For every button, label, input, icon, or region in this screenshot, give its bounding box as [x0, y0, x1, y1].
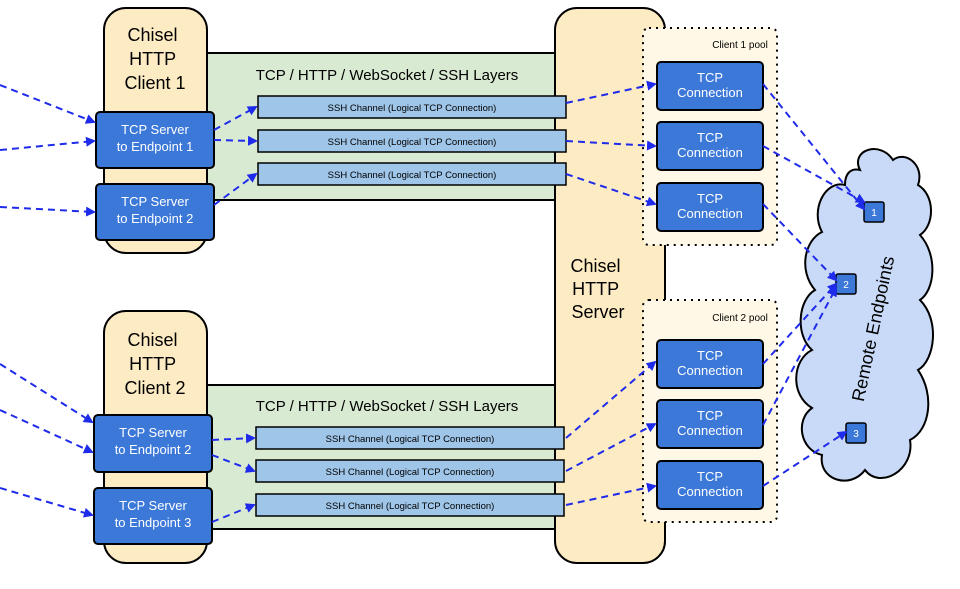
flow-arrow — [762, 83, 866, 211]
endpoint-1-box — [863, 201, 885, 223]
flow-arrow — [213, 106, 258, 131]
client-2-pool-label: Client 2 pool — [712, 313, 768, 324]
remote-endpoints-cloud — [795, 148, 934, 482]
endpoint-3-label: 3 — [853, 429, 859, 440]
flow-arrow — [565, 80, 657, 104]
flow-arrow — [211, 454, 256, 473]
flow-arrow — [565, 360, 657, 439]
ssh-channel — [255, 459, 565, 483]
ssh-channel-label: SSH Channel (Logical TCP Connection) — [328, 170, 497, 181]
ssh-channel — [257, 95, 567, 119]
flow-arrow — [0, 206, 96, 217]
flow-arrow — [211, 503, 256, 523]
ssh-channel-label: SSH Channel (Logical TCP Connection) — [326, 434, 495, 445]
tcp-connection-box — [656, 182, 764, 232]
ssh-channel-label: SSH Channel (Logical TCP Connection) — [326, 501, 495, 512]
ssh-channel — [255, 426, 565, 450]
flow-arrow — [0, 84, 96, 124]
endpoint-1-label: 1 — [871, 208, 877, 219]
flow-arrow — [0, 363, 94, 424]
flow-arrow — [762, 430, 848, 487]
flow-arrow — [762, 282, 838, 365]
flow-arrow — [565, 423, 657, 472]
tcp-server-box — [95, 183, 215, 241]
server-box — [554, 7, 666, 564]
flow-arrow — [213, 172, 258, 206]
flow-arrow — [0, 487, 94, 518]
flow-arrow — [762, 145, 866, 203]
flow-arrow — [0, 136, 96, 151]
tcp-connection-box — [656, 61, 764, 111]
flow-arrow — [565, 140, 657, 151]
server-title: Chisel HTTP Server — [570, 256, 625, 322]
ssh-channel-label: SSH Channel (Logical TCP Connection) — [326, 467, 495, 478]
tcp-server-box — [93, 414, 213, 473]
tcp-server-box — [93, 487, 213, 545]
client-2-layers-label: TCP / HTTP / WebSocket / SSH Layers — [256, 398, 519, 415]
ssh-channel-label: SSH Channel (Logical TCP Connection) — [328, 103, 497, 114]
flow-arrow — [565, 482, 657, 506]
ssh-channel-label: SSH Channel (Logical TCP Connection) — [328, 137, 497, 148]
ssh-channel — [255, 493, 565, 517]
client-1-layers-label: TCP / HTTP / WebSocket / SSH Layers — [256, 67, 519, 84]
client-2-title: Chisel HTTP Client 2 — [124, 330, 185, 398]
client-1-title: Chisel HTTP Client 1 — [124, 25, 185, 93]
flow-arrow — [762, 203, 838, 282]
flow-arrow — [762, 286, 837, 426]
flow-arrow — [0, 409, 94, 454]
client-1-pool-label: Client 1 pool — [712, 40, 768, 51]
endpoint-2-label: 2 — [843, 280, 849, 291]
flow-arrow — [565, 173, 657, 207]
